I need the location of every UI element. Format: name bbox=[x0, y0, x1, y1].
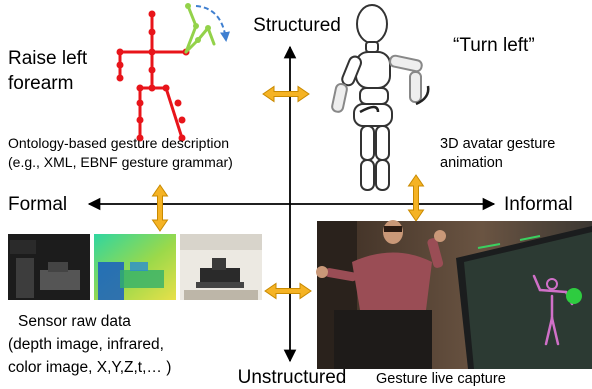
color-image bbox=[180, 234, 262, 300]
axis-label-formal: Formal bbox=[8, 194, 67, 215]
ontology-caption-line2: (e.g., XML, EBNF gesture grammar) bbox=[8, 154, 233, 170]
sensor-caption-line1: Sensor raw data bbox=[18, 313, 131, 330]
ontology-caption-line1: Ontology-based gesture description bbox=[8, 135, 229, 151]
depth-image bbox=[8, 234, 90, 300]
skeleton-caption-line2: forearm bbox=[8, 73, 73, 94]
double-arrow-icon-ontology bbox=[151, 184, 169, 232]
avatar-figure-icon bbox=[331, 4, 430, 191]
skeleton-caption-line1: Raise left bbox=[8, 48, 88, 69]
live-capture-photo bbox=[316, 220, 592, 369]
double-arrow-icon-capture bbox=[264, 282, 312, 300]
avatar-caption: “Turn left” bbox=[453, 35, 535, 56]
animation-caption-line1: 3D avatar gesture bbox=[440, 136, 555, 152]
sensor-caption-line3: color image, X,Y,Z,t,… ) bbox=[8, 359, 171, 376]
animation-caption-line2: animation bbox=[440, 155, 503, 171]
infrared-image bbox=[94, 234, 176, 300]
sensor-caption-line2: (depth image, infrared, bbox=[8, 336, 164, 353]
double-arrow-icon-animation bbox=[407, 174, 425, 222]
axis-label-unstructured: Unstructured bbox=[238, 367, 347, 388]
live-capture-caption: Gesture live capture bbox=[376, 371, 506, 387]
axis-label-informal: Informal bbox=[504, 194, 573, 215]
axis-label-structured: Structured bbox=[253, 15, 341, 36]
double-arrow-icon-avatar bbox=[262, 85, 310, 103]
skeleton-figure-icon bbox=[116, 3, 230, 142]
